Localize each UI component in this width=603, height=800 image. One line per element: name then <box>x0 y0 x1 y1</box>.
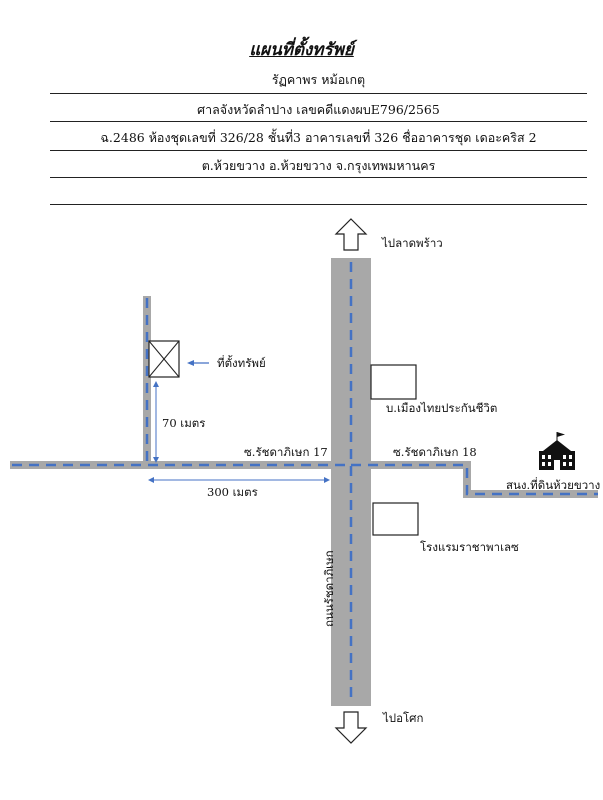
arrow-left-icon <box>187 360 194 366</box>
address-line-1: ฉ.2486 ห้องชุดเลขที่ 326/28 ชั้นที่3 อาค… <box>100 130 537 145</box>
divider-2 <box>50 121 587 122</box>
property-label: ที่ตั้งทรัพย์ <box>217 355 266 370</box>
soi-18-step <box>463 461 471 497</box>
landmark-insurance-label: บ.เมืองไทยประกันชีวิต <box>386 401 497 415</box>
soi-17-label: ซ.รัชดาภิเษก 17 <box>244 445 328 459</box>
divider-5 <box>50 204 587 205</box>
divider-4 <box>50 177 587 178</box>
map-title: แผนที่ตั้งทรัพย์ <box>249 40 354 60</box>
court-case: ศาลจังหวัดลำปาง เลขคดีแดงผบE796/2565 <box>197 102 440 117</box>
divider-3 <box>50 150 587 151</box>
insurance-building-icon <box>370 364 417 400</box>
address-line-2: ต.ห้วยขวาง อ.ห้วยขวาง จ.กรุงเทพมหานคร <box>201 158 436 173</box>
north-label: ไปลาดพร้าว <box>381 236 443 250</box>
landmark-office-label: สนง.ที่ดินห้วยขวาง <box>506 477 600 492</box>
south-label: ไปอโศก <box>382 711 423 725</box>
divider-1 <box>50 93 587 94</box>
distance-vertical-label: 70 เมตร <box>162 416 205 430</box>
main-road-label: ถนนรัชดาภิเษก <box>322 550 336 627</box>
property-lane <box>143 296 151 461</box>
distance-horizontal-label: 300 เมตร <box>207 485 258 499</box>
soi-18-label: ซ.รัชดาภิเษก 18 <box>393 445 477 459</box>
arrow-up-icon <box>334 218 368 251</box>
owner-name: รัฏคาพร หม้อเกตุ <box>271 72 366 87</box>
hotel-building-icon <box>372 502 419 536</box>
arrow-down-icon <box>334 711 368 744</box>
landmark-hotel-label: โรงแรมราชาพาเลซ <box>420 540 519 554</box>
school-building-icon <box>539 432 575 470</box>
soi-18-centerline <box>351 463 598 496</box>
